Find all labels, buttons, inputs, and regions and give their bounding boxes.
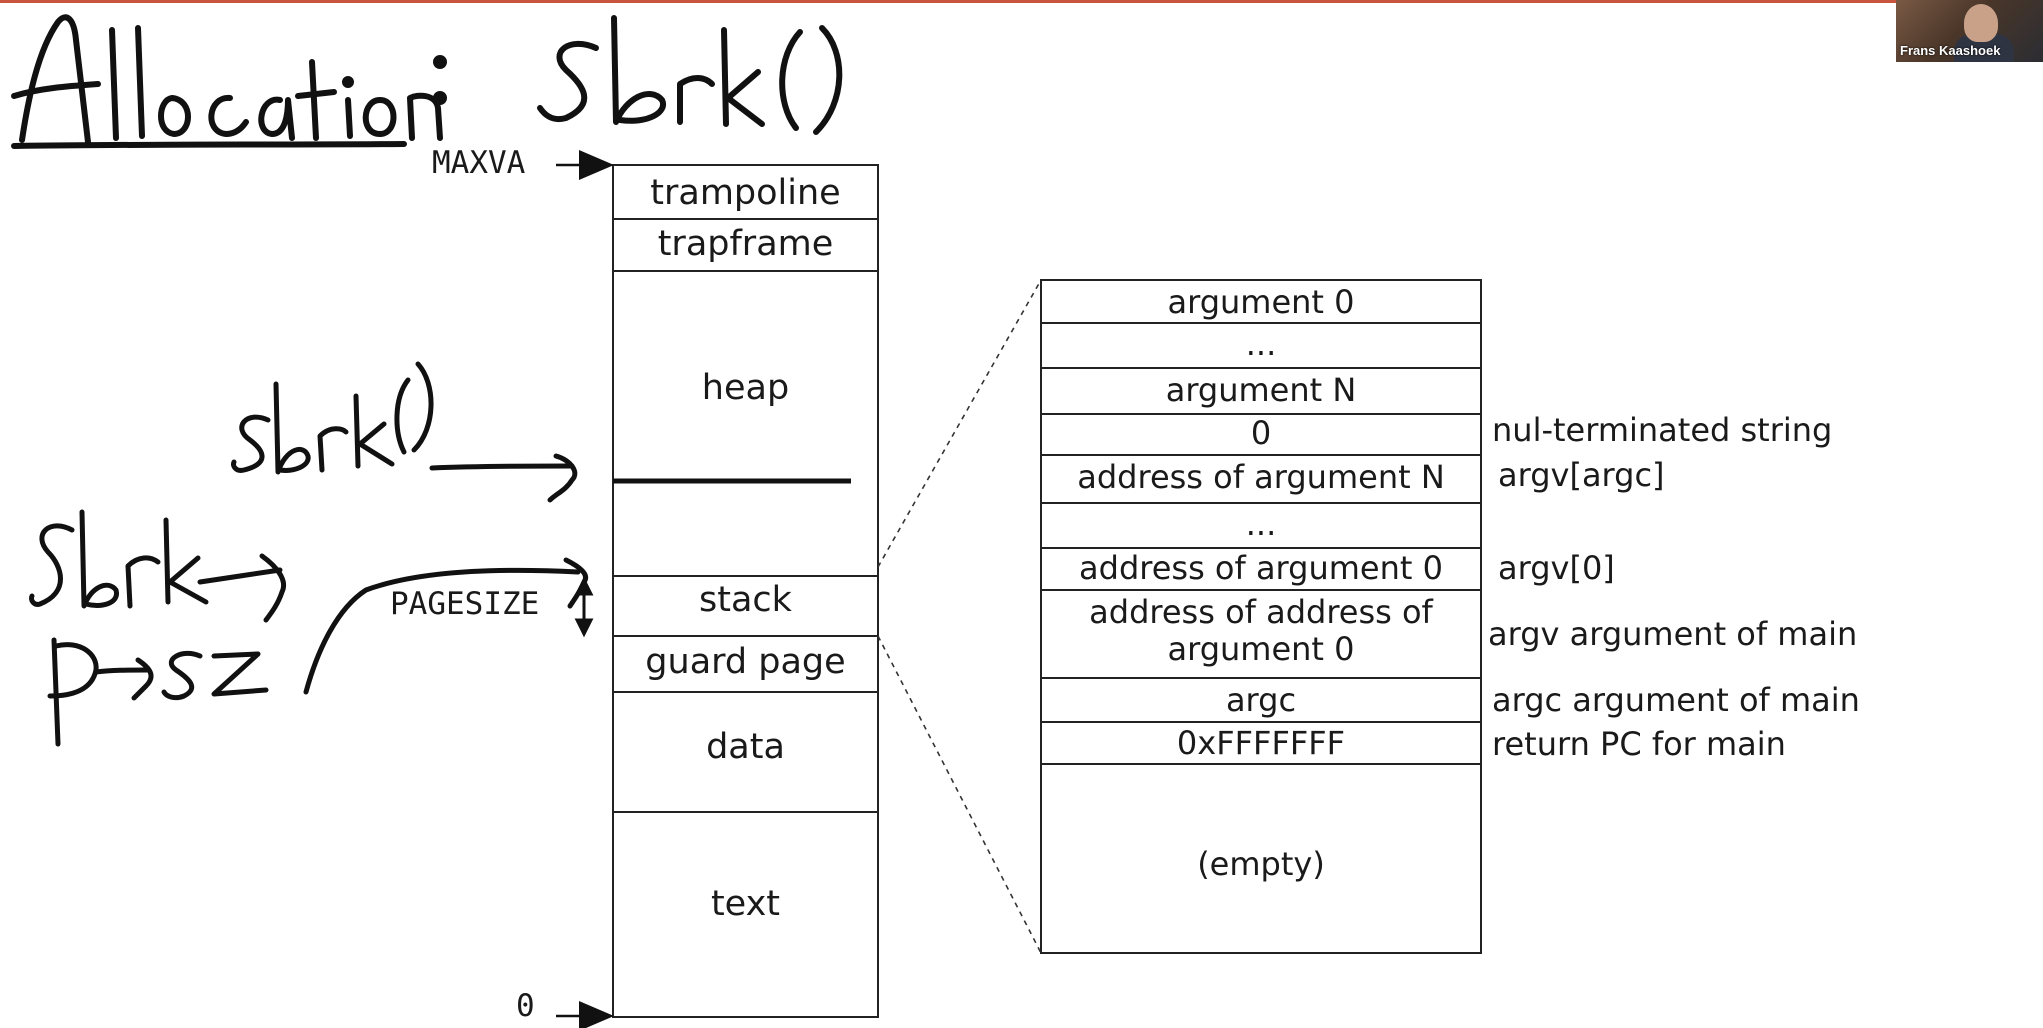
stack-cell-argument-n: argument N (1165, 371, 1357, 409)
stack-cell-address-of-argument-n: address of argument N (1077, 458, 1445, 496)
stack-cell-ellipsis-2: ... (1245, 505, 1277, 543)
stack-cell-empty: (empty) (1197, 845, 1325, 883)
segment-heap: heap (701, 368, 790, 408)
stack-cell-ellipsis-1: ... (1245, 325, 1277, 363)
zero-label: 0 (516, 988, 535, 1024)
presenter-face (1964, 4, 1998, 42)
presenter-name: Frans Kaashoek (1900, 43, 2001, 58)
stack-cell-address-of-argument-0: address of argument 0 (1079, 549, 1443, 587)
handwritten-sbrk (29, 509, 286, 623)
segment-text: text (710, 884, 781, 924)
annotation-return-pc-for-main: return PC for main (1492, 725, 1786, 763)
handwritten-p-sz (47, 557, 588, 747)
window-top-border (0, 0, 2043, 3)
maxva-label: MAXVA (432, 145, 526, 181)
stack-cell-argument-0: argument 0 (1167, 283, 1355, 321)
stack-cell-nul: 0 (1250, 414, 1272, 452)
presenter-video-thumbnail[interactable]: Frans Kaashoek (1896, 0, 2043, 62)
handwritten-sbrk-call (231, 361, 578, 503)
annotation-argc-argument-of-main: argc argument of main (1492, 681, 1860, 719)
segment-stack: stack (699, 580, 792, 620)
handwritten-title (11, 14, 843, 149)
segment-guard-page: guard page (645, 642, 846, 682)
zoom-lines (877, 279, 1042, 954)
stack-cell-address-of-address: address of address of argument 0 (1089, 593, 1433, 668)
segment-data: data (706, 727, 785, 767)
annotation-nul-terminated-string: nul-terminated string (1492, 411, 1833, 449)
annotation-argv-argument-of-main: argv argument of main (1488, 615, 1858, 653)
pagesize-label: PAGESIZE (390, 586, 540, 622)
stack-cell-argc: argc (1225, 681, 1297, 719)
address-space-box (612, 164, 879, 1018)
annotation-argv-0: argv[0] (1498, 549, 1615, 587)
annotation-argv-argc: argv[argc] (1498, 456, 1665, 494)
stack-detail-box (1040, 279, 1482, 954)
stack-cell-return-pc: 0xFFFFFFF (1176, 724, 1346, 762)
segment-trampoline: trampoline (650, 173, 841, 213)
segment-trapframe: trapframe (657, 224, 834, 264)
